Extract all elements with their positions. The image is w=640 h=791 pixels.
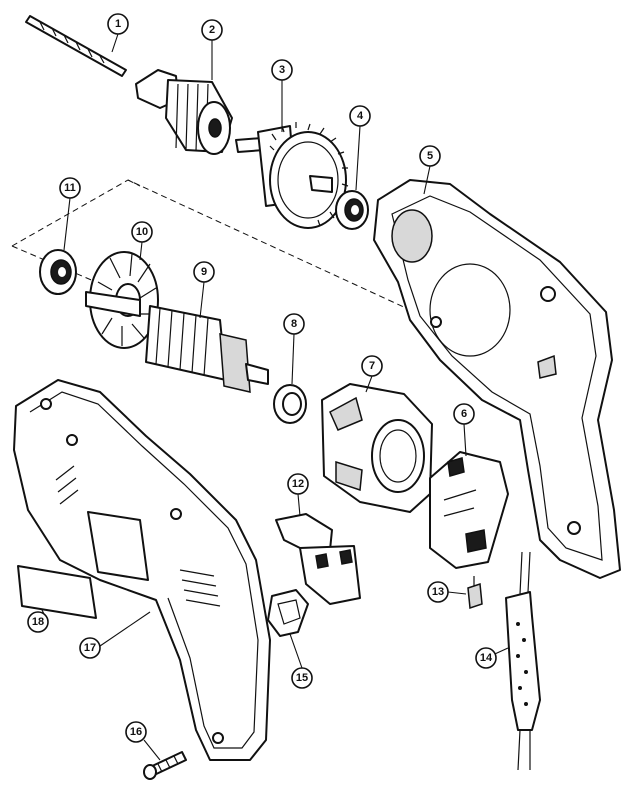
callout-5: 5 [419,145,441,167]
lock-button [267,589,309,637]
callout-1: 1 [107,13,129,35]
callout-label: 2 [209,24,215,36]
callout-label: 12 [292,478,304,490]
bearing-rear [39,249,77,295]
armature [85,291,269,393]
gear-spindle [235,122,349,229]
assembly-guide-lines [11,179,433,321]
callout-10: 10 [131,221,153,243]
callout-15: 15 [291,667,313,689]
callout-label: 7 [369,360,375,372]
callout-label: 17 [84,642,96,654]
callout-4: 4 [349,105,371,127]
brush-holder [429,451,509,569]
drill-chuck [135,69,233,155]
callout-label: 13 [432,586,444,598]
callout-13: 13 [427,581,449,603]
callout-14: 14 [475,647,497,669]
callout-8: 8 [283,313,305,335]
callout-7: 7 [361,355,383,377]
carbon-brush [467,576,483,610]
bearing-armature [273,384,307,424]
bearing-front [335,190,369,230]
callout-label: 9 [201,266,207,278]
callout-label: 11 [64,182,76,194]
callout-label: 15 [296,672,308,684]
housing-right-half [373,179,621,579]
callout-label: 4 [357,110,364,122]
callout-16: 16 [125,721,147,743]
callout-17: 17 [79,637,101,659]
callout-2: 2 [201,19,223,41]
power-cord [505,551,541,771]
trigger-switch [275,513,361,605]
housing-screw [143,751,187,780]
label-plate [17,565,97,619]
callout-11: 11 [59,177,81,199]
leader-lines [41,33,509,761]
callout-6: 6 [453,403,475,425]
callout-3: 3 [271,59,293,81]
drill-bit [25,15,127,77]
callout-label: 1 [115,18,121,30]
stator-field [321,383,433,513]
callout-label: 6 [461,408,467,420]
callout-label: 18 [32,616,44,628]
callout-label: 14 [480,652,493,664]
housing-left-half [13,379,271,761]
callout-12: 12 [287,473,309,495]
callout-label: 10 [136,226,148,238]
callout-9: 9 [193,261,215,283]
callout-label: 3 [279,64,285,76]
callout-label: 8 [291,318,297,330]
callout-label: 16 [130,726,142,738]
callout-label: 5 [427,150,433,162]
callout-18: 18 [27,611,49,633]
